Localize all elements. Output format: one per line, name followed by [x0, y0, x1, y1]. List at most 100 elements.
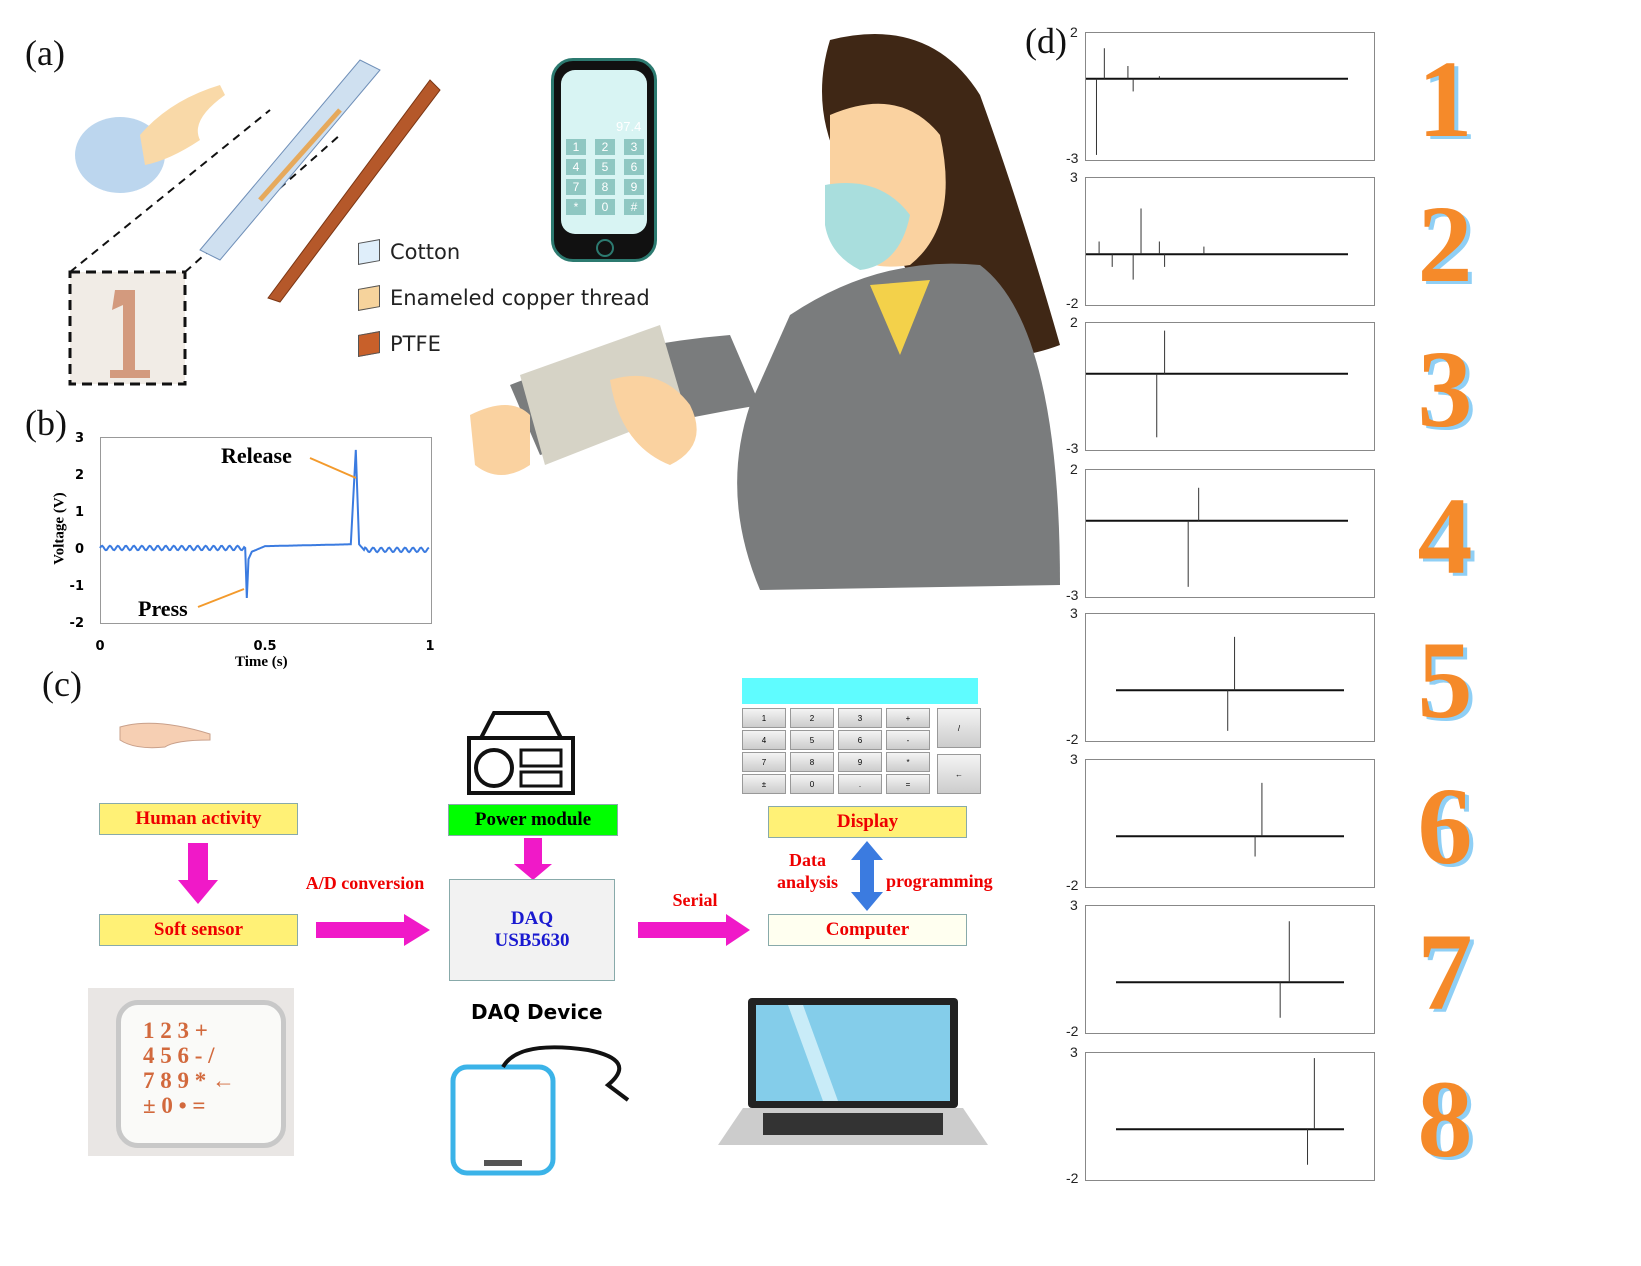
- calculator-key: *: [886, 752, 930, 772]
- digit-label: 2: [1417, 183, 1473, 305]
- calculator-key: 9: [838, 752, 882, 772]
- phone-key: 3: [624, 139, 644, 155]
- y-min-label: -2: [1066, 295, 1079, 311]
- calculator-side-key: /: [937, 708, 981, 748]
- trace-plot-3: [1085, 322, 1375, 451]
- digit-label: 5: [1417, 619, 1473, 741]
- phone-key: 6: [624, 159, 644, 175]
- trace-svg: [1086, 208, 1348, 280]
- y-tick-label: -1: [70, 579, 84, 594]
- digit-label: 7: [1417, 911, 1473, 1033]
- data-analysis-label: Data analysis: [776, 850, 839, 892]
- calculator-key: 3: [838, 708, 882, 728]
- programming-label: programming: [886, 871, 993, 891]
- y-min-label: -2: [1066, 1023, 1079, 1039]
- calculator-key: 8: [790, 752, 834, 772]
- soft-sensor-box: Soft sensor: [99, 914, 298, 946]
- trace-svg: [1116, 782, 1344, 857]
- y-min-label: -3: [1066, 150, 1079, 166]
- calculator-key: 6: [838, 730, 882, 750]
- digit-label: 1: [1417, 38, 1473, 160]
- computer-box: Computer: [768, 914, 967, 946]
- panel-label-c: (c): [42, 664, 82, 704]
- trace-svg: [1116, 1058, 1344, 1165]
- y-tick-label: 0: [75, 542, 84, 557]
- calculator-key: ±: [742, 774, 786, 794]
- ad-conversion-label: A/D conversion: [305, 873, 425, 893]
- y-tick-label: -2: [70, 616, 84, 631]
- legend-label: PTFE: [390, 332, 441, 356]
- trace-svg: [1116, 921, 1344, 1018]
- press-arrow: [197, 588, 245, 608]
- y-max-label: 2: [1070, 24, 1078, 40]
- embroidery-row: 4 5 6 - /: [143, 1043, 215, 1068]
- y-max-label: 3: [1070, 1044, 1078, 1060]
- y-max-label: 3: [1070, 169, 1078, 185]
- y-max-label: 3: [1070, 605, 1078, 621]
- panel-label-d: (d): [1025, 21, 1067, 61]
- power-supply-icon: [467, 711, 575, 795]
- calculator-key: -: [886, 730, 930, 750]
- y-tick-label: 3: [75, 431, 84, 446]
- y-max-label: 3: [1070, 897, 1078, 913]
- calculator-key: 7: [742, 752, 786, 772]
- legend-label: Cotton: [390, 240, 461, 264]
- phone-key: 5: [595, 159, 615, 175]
- trace-svg: [1116, 636, 1344, 731]
- home-button-icon: [596, 239, 614, 257]
- annotation-release: Release: [221, 443, 292, 468]
- woman-wearing-sleeve-keypad-illustration: [470, 34, 1060, 590]
- x-tick-label: 1: [425, 639, 434, 654]
- digit-label: 3: [1417, 328, 1473, 450]
- embroidered-keypad-photo: 1 2 3 + 4 5 6 - /7 8 9 * ←± 0 • =: [88, 988, 294, 1156]
- legend-item-cotton: Cotton: [358, 239, 650, 265]
- y-max-label: 2: [1070, 461, 1078, 477]
- calculator-key: +: [886, 708, 930, 728]
- panel-label-a: (a): [25, 33, 65, 73]
- trace-plot-4: [1085, 469, 1375, 598]
- calculator-display: [742, 678, 978, 704]
- digit-label: 4: [1417, 475, 1473, 597]
- daq-device-icon: [450, 1045, 630, 1176]
- material-legend: Cotton Enameled copper thread PTFE: [358, 239, 650, 357]
- y-min-label: -3: [1066, 587, 1079, 603]
- trace-plot-6: [1085, 759, 1375, 888]
- x-axis-label: Time (s): [235, 654, 288, 670]
- y-max-label: 2: [1070, 314, 1078, 330]
- calculator-key: 1: [742, 708, 786, 728]
- trace-plot-2: [1085, 177, 1375, 306]
- trace-plot-5: [1085, 613, 1375, 742]
- phone-key: *: [566, 199, 586, 215]
- daq-device-label: DAQ Device: [471, 1000, 603, 1024]
- trace-plot-1: [1085, 32, 1375, 161]
- finger-hand-icon: [75, 85, 225, 193]
- trace-svg: [1086, 330, 1348, 438]
- voltage-series-line: [99, 449, 430, 599]
- serial-label: Serial: [672, 890, 718, 910]
- power-module-box: Power module: [448, 804, 618, 836]
- y-min-label: -2: [1066, 731, 1079, 747]
- phone-key: 1: [566, 139, 586, 155]
- y-tick-label: 2: [75, 468, 84, 483]
- voltage-plot-area: [100, 437, 432, 624]
- x-tick-label: 0.5: [253, 639, 276, 654]
- digit-label: 8: [1417, 1058, 1473, 1180]
- calculator-key: 4: [742, 730, 786, 750]
- calculator-key: =: [886, 774, 930, 794]
- calculator-key: 2: [790, 708, 834, 728]
- phone-key: 4: [566, 159, 586, 175]
- human-activity-box: Human activity: [99, 803, 298, 835]
- calculator-key: 0: [790, 774, 834, 794]
- y-min-label: -2: [1066, 1170, 1079, 1186]
- calculator-key: .: [838, 774, 882, 794]
- phone-key: 8: [595, 179, 615, 195]
- pointing-hand-icon: [119, 722, 211, 749]
- display-box: Display: [768, 806, 967, 838]
- legend-item-copper: Enameled copper thread: [358, 285, 650, 311]
- phone-display: 97.4: [616, 119, 642, 134]
- phone-key: 0: [595, 199, 615, 215]
- y-tick-label: 1: [75, 505, 84, 520]
- legend-label: Enameled copper thread: [390, 286, 650, 310]
